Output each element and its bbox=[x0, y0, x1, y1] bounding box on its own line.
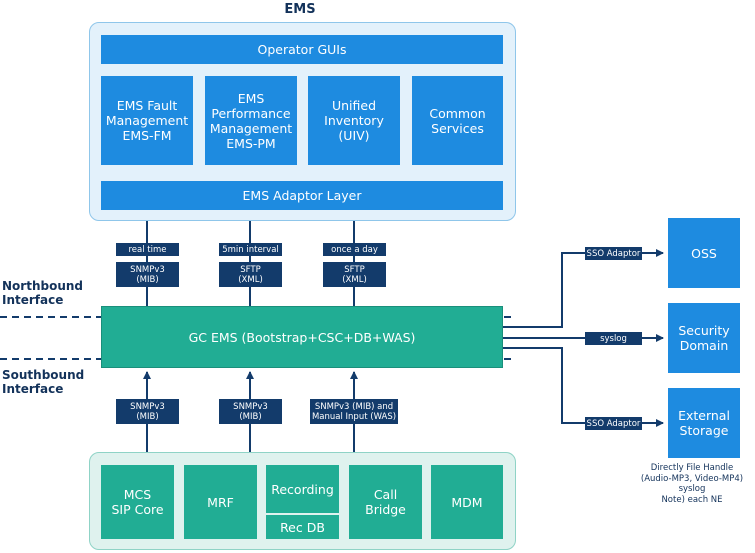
nb-protocol-fm: SNMPv3 (MIB) bbox=[116, 262, 179, 287]
nb-timing-fm: real time bbox=[116, 243, 179, 256]
external-storage-box: External Storage bbox=[668, 388, 740, 458]
operator-guis: Operator GUIs bbox=[101, 35, 503, 64]
mcs-sip-core: MCS SIP Core bbox=[101, 465, 174, 539]
call-bridge: Call Bridge bbox=[349, 465, 422, 539]
nb-timing-pm: 5min interval bbox=[219, 243, 282, 256]
ems-fault-management: EMS Fault Management EMS-FM bbox=[101, 76, 193, 165]
security-domain-box: Security Domain bbox=[668, 303, 740, 373]
ems-title: EMS bbox=[284, 2, 316, 17]
sb-protocol-rec: SNMPv3 (MIB) and Manual Input (WAS) bbox=[310, 399, 398, 424]
common-services: Common Services bbox=[412, 76, 503, 165]
sb-protocol-mcs: SNMPv3 (MIB) bbox=[116, 399, 179, 424]
recording: Recording bbox=[266, 465, 339, 513]
ems-adaptor-layer: EMS Adaptor Layer bbox=[101, 181, 503, 210]
nb-protocol-pm: SFTP (XML) bbox=[219, 262, 282, 287]
rec-db: Rec DB bbox=[266, 514, 339, 539]
nb-timing-uiv: once a day bbox=[323, 243, 386, 256]
sb-protocol-mrf: SNMPv3 (MIB) bbox=[219, 399, 282, 424]
oss-link-tag: SSO Adaptor bbox=[585, 247, 642, 260]
security-link-tag: syslog bbox=[585, 332, 642, 345]
nb-protocol-uiv: SFTP (XML) bbox=[323, 262, 386, 287]
unified-inventory: Unified Inventory (UIV) bbox=[308, 76, 400, 165]
mrf: MRF bbox=[184, 465, 257, 539]
ems-performance-management: EMS Performance Management EMS-PM bbox=[205, 76, 297, 165]
link-storage bbox=[503, 347, 664, 427]
oss-box: OSS bbox=[668, 218, 740, 288]
mdm: MDM bbox=[431, 465, 503, 539]
southbound-interface-label: Southbound Interface bbox=[2, 368, 85, 396]
northbound-interface-label: Northbound Interface bbox=[2, 279, 83, 307]
storage-link-tag: SSO Adaptor bbox=[585, 417, 642, 430]
gc-ems-bar: GC EMS (Bootstrap+CSC+DB+WAS) bbox=[101, 306, 503, 368]
link-oss bbox=[503, 249, 664, 328]
storage-note: Directly File Handle (Audio-MP3, Video-M… bbox=[640, 463, 744, 505]
